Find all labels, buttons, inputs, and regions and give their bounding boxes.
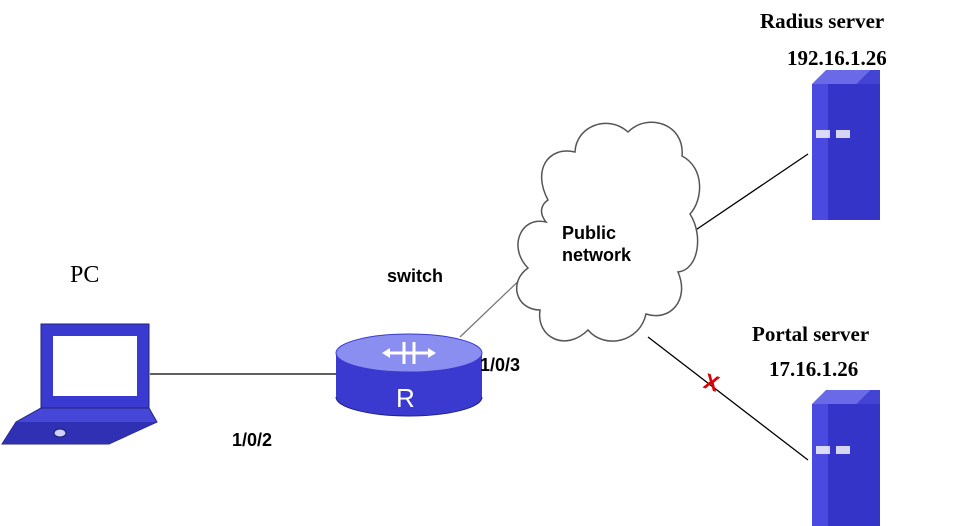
port-label-uplink: 1/0/3 xyxy=(480,355,521,375)
switch-label: switch xyxy=(387,266,444,286)
router-icon xyxy=(335,333,483,417)
router-letter: R xyxy=(396,383,415,413)
radius-server-ip: 192.16.1.26 xyxy=(787,46,887,70)
cloud-label-line2: network xyxy=(562,245,632,265)
radius-server-name: Radius server xyxy=(760,9,885,33)
link-cloud-portal xyxy=(647,336,809,461)
port-label-pc-side: 1/0/2 xyxy=(232,430,273,450)
server-icon xyxy=(812,390,880,526)
laptop-icon xyxy=(1,323,158,445)
pc-label: PC xyxy=(70,262,100,288)
portal-server-name: Portal server xyxy=(752,322,870,346)
cloud-label: Public network xyxy=(562,222,631,266)
portal-server-ip: 17.16.1.26 xyxy=(769,357,859,381)
cloud-label-line1: Public xyxy=(562,223,617,243)
cloud-icon xyxy=(516,121,701,342)
server-icon xyxy=(812,70,880,220)
